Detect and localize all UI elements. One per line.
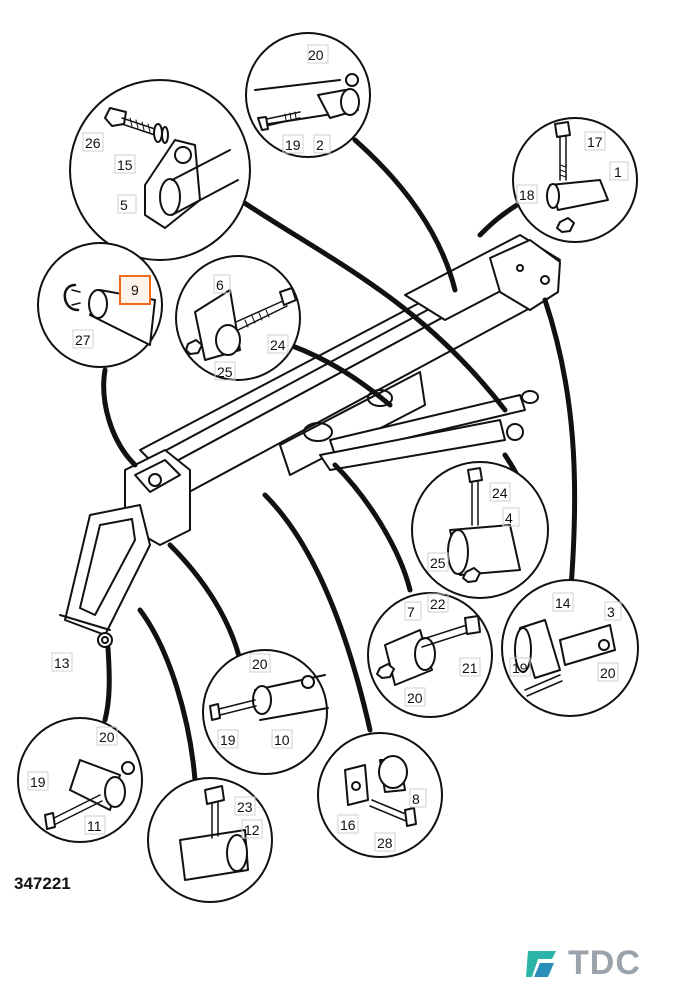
tdc-logo-icon (526, 950, 556, 977)
callout-1[interactable]: 1 (609, 161, 629, 181)
callout-24-a[interactable]: 24 (267, 334, 289, 354)
callout-6[interactable]: 6 (213, 274, 231, 294)
svg-text:16: 16 (340, 817, 356, 833)
callout-20-d[interactable]: 20 (249, 653, 271, 673)
svg-text:7: 7 (407, 604, 415, 620)
svg-text:2: 2 (316, 137, 324, 153)
svg-text:12: 12 (244, 822, 260, 838)
svg-text:1: 1 (614, 164, 622, 180)
svg-text:20: 20 (99, 729, 115, 745)
callout-11[interactable]: 11 (84, 815, 106, 835)
svg-text:19: 19 (512, 660, 528, 676)
svg-text:18: 18 (519, 187, 535, 203)
svg-text:8: 8 (412, 791, 420, 807)
svg-text:20: 20 (407, 690, 423, 706)
tdc-logo-text: TDC (568, 944, 641, 982)
callout-12[interactable]: 12 (241, 819, 263, 839)
svg-text:24: 24 (492, 485, 508, 501)
detail-pin-7 (367, 592, 493, 718)
callout-21[interactable]: 21 (459, 657, 481, 677)
svg-text:25: 25 (217, 364, 233, 380)
svg-text:19: 19 (30, 774, 46, 790)
main-frame (59, 234, 561, 648)
callout-16[interactable]: 16 (337, 814, 359, 834)
callout-20-c[interactable]: 20 (404, 687, 426, 707)
svg-text:3: 3 (607, 604, 615, 620)
detail-pin-3 (501, 579, 639, 717)
callout-20-a[interactable]: 20 (307, 44, 329, 64)
detail-pin-11 (17, 717, 143, 843)
svg-text:13: 13 (54, 655, 70, 671)
detail-bracket-5 (69, 79, 251, 261)
callout-18[interactable]: 18 (516, 184, 538, 204)
svg-text:6: 6 (216, 277, 224, 293)
svg-text:27: 27 (75, 332, 91, 348)
detail-pin-10 (202, 649, 329, 775)
callout-17[interactable]: 17 (584, 131, 606, 151)
callout-25-b[interactable]: 25 (427, 552, 449, 572)
detail-pin-12 (147, 777, 273, 903)
drawing-number: 347221 (14, 874, 71, 893)
callout-24-b[interactable]: 24 (489, 482, 511, 502)
svg-text:5: 5 (120, 197, 128, 213)
callout-10[interactable]: 10 (271, 729, 293, 749)
svg-text:15: 15 (117, 157, 133, 173)
svg-text:20: 20 (308, 47, 324, 63)
callout-5[interactable]: 5 (117, 194, 137, 214)
callout-25-a[interactable]: 25 (214, 361, 236, 381)
callout-19-d[interactable]: 19 (27, 771, 49, 791)
svg-text:4: 4 (505, 510, 513, 526)
detail-pin-6 (175, 255, 301, 381)
svg-text:28: 28 (377, 835, 393, 851)
callout-20-e[interactable]: 20 (96, 726, 118, 746)
tdc-logo: TDC (524, 944, 641, 983)
svg-text:14: 14 (555, 595, 571, 611)
callout-27[interactable]: 27 (72, 329, 94, 349)
callout-labels: 26 15 5 20 19 2 17 1 18 9 27 6 24 25 24 … (27, 44, 629, 852)
svg-text:20: 20 (252, 656, 268, 672)
callout-26[interactable]: 26 (82, 132, 104, 152)
callout-20-b[interactable]: 20 (597, 662, 619, 682)
svg-text:26: 26 (85, 135, 101, 151)
callout-9[interactable]: 9 (119, 275, 151, 305)
svg-text:19: 19 (220, 732, 236, 748)
callout-4[interactable]: 4 (502, 507, 520, 527)
svg-text:24: 24 (270, 337, 286, 353)
detail-pin-2 (245, 32, 371, 158)
callout-14[interactable]: 14 (552, 592, 574, 612)
svg-text:11: 11 (87, 818, 102, 834)
detail-pin-8 (317, 732, 443, 858)
callout-22[interactable]: 22 (427, 593, 449, 613)
callout-15[interactable]: 15 (114, 154, 136, 174)
svg-text:22: 22 (430, 596, 446, 612)
svg-text:21: 21 (462, 660, 478, 676)
svg-text:17: 17 (587, 134, 603, 150)
detail-pin-4 (411, 461, 549, 599)
callout-2[interactable]: 2 (313, 134, 331, 154)
detail-pin-1 (512, 117, 638, 243)
callout-19-a[interactable]: 19 (282, 134, 304, 154)
svg-text:20: 20 (600, 665, 616, 681)
svg-text:10: 10 (274, 732, 290, 748)
callout-13[interactable]: 13 (51, 652, 73, 672)
callout-23[interactable]: 23 (234, 796, 256, 816)
callout-3[interactable]: 3 (604, 601, 622, 621)
svg-text:9: 9 (131, 282, 139, 298)
callout-19-c[interactable]: 19 (217, 729, 239, 749)
callout-19-b[interactable]: 19 (509, 657, 531, 677)
svg-text:19: 19 (285, 137, 301, 153)
callout-28[interactable]: 28 (374, 832, 396, 852)
callout-7[interactable]: 7 (404, 601, 422, 621)
callout-8[interactable]: 8 (409, 788, 427, 808)
svg-text:25: 25 (430, 555, 446, 571)
svg-text:23: 23 (237, 799, 253, 815)
